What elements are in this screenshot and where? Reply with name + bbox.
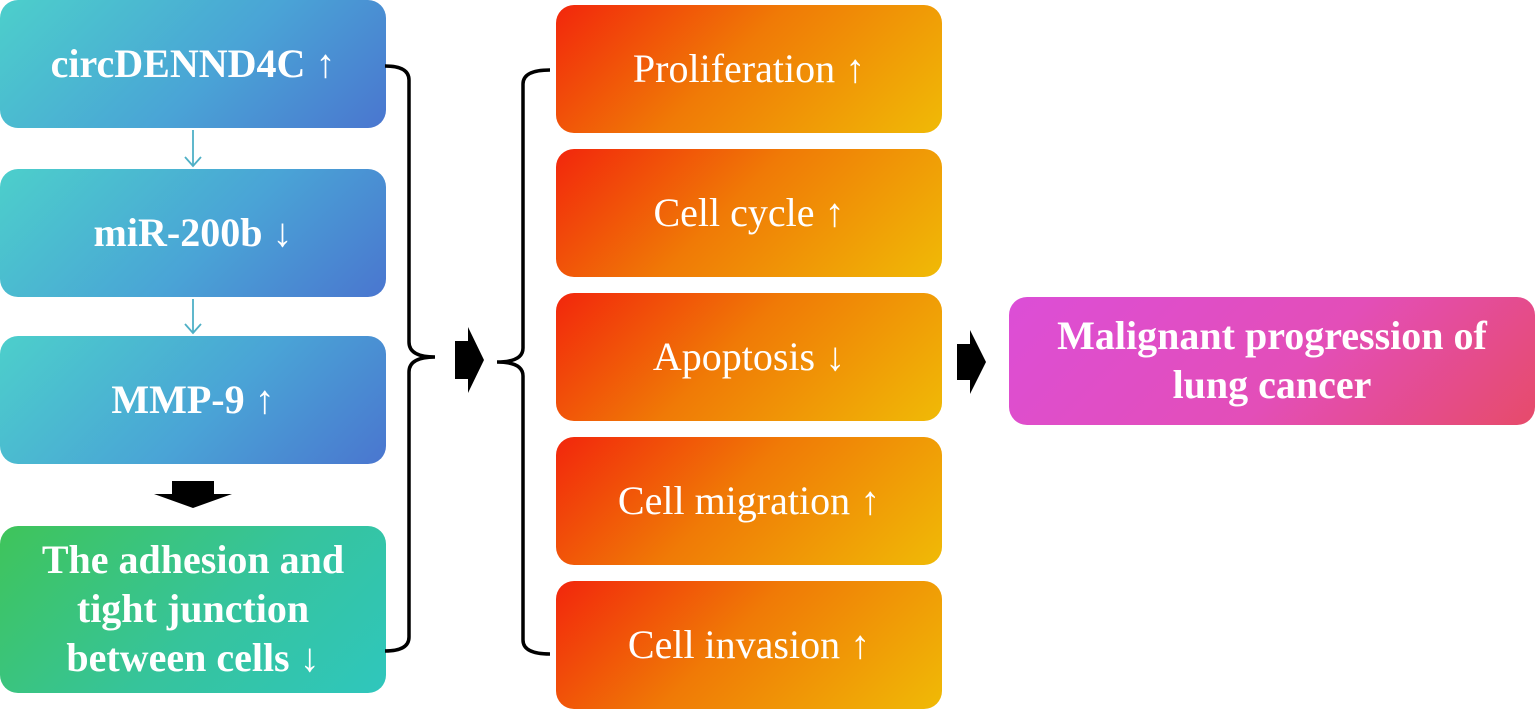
outcome-label: Malignant progression of lung cancer xyxy=(1057,313,1487,407)
outcome-box: Malignant progression of lung cancer xyxy=(1009,297,1535,425)
thick-down-arrow xyxy=(154,481,232,508)
cell-invasion-label: Cell invasion ↑ xyxy=(627,621,871,667)
thin-arrow-1 xyxy=(184,130,202,168)
adhesion-label: The adhesion and tight junction between … xyxy=(41,537,345,680)
apoptosis-box: Apoptosis ↓ xyxy=(556,293,942,421)
thick-right-arrow-2 xyxy=(957,330,986,394)
mir-200b-box: miR-200b ↓ xyxy=(0,169,386,297)
cell-migration-box: Cell migration ↑ xyxy=(556,437,942,565)
adhesion-box: The adhesion and tight junction between … xyxy=(0,526,386,693)
apoptosis-label: Apoptosis ↓ xyxy=(652,333,846,379)
cell-invasion-box: Cell invasion ↑ xyxy=(556,581,942,709)
mmp-9-box: MMP-9 ↑ xyxy=(0,336,386,464)
thin-arrow-2 xyxy=(184,299,202,335)
circdennd4c-box: circDENND4C ↑ xyxy=(0,0,386,128)
left-right-bracket xyxy=(384,64,436,653)
mir-200b-label: miR-200b ↓ xyxy=(93,209,293,255)
proliferation-box: Proliferation ↑ xyxy=(556,5,942,133)
mmp-9-label: MMP-9 ↑ xyxy=(111,376,275,422)
cell-migration-label: Cell migration ↑ xyxy=(617,477,881,523)
thick-right-arrow-1 xyxy=(455,327,484,393)
proliferation-label: Proliferation ↑ xyxy=(632,45,866,91)
cell-cycle-box: Cell cycle ↑ xyxy=(556,149,942,277)
middle-left-bracket xyxy=(496,68,551,656)
cell-cycle-label: Cell cycle ↑ xyxy=(653,189,845,235)
circdennd4c-label: circDENND4C ↑ xyxy=(50,40,336,86)
